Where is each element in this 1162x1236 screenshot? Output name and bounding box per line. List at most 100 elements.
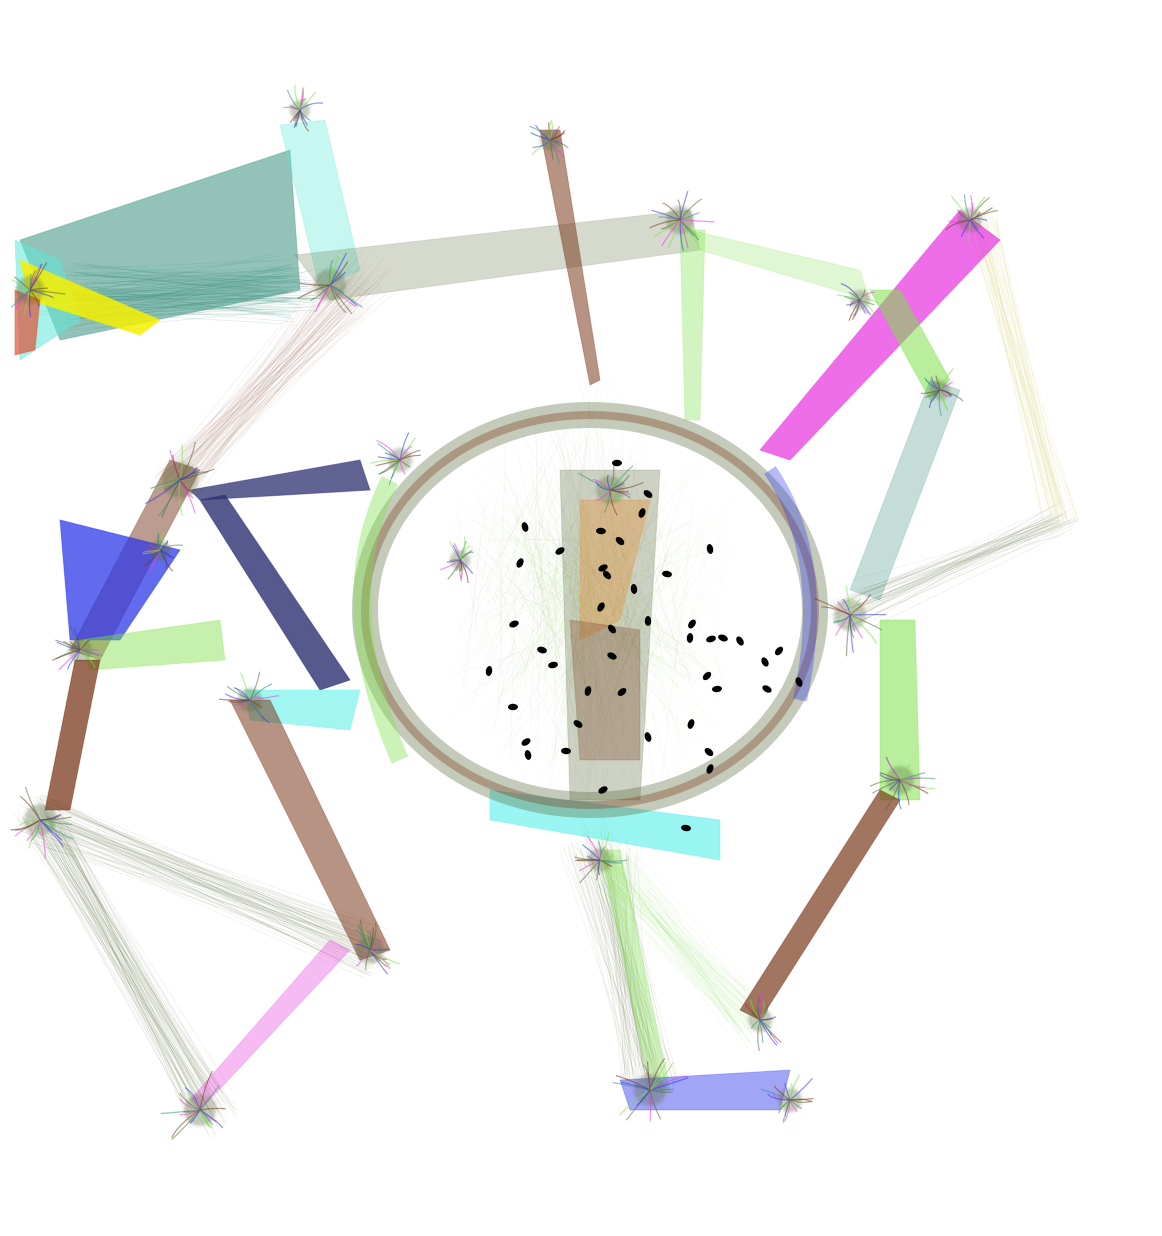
edge-line [174,287,350,497]
cluster-tendril [150,479,181,490]
edge-line [473,488,500,629]
edge-line [173,285,373,483]
edge-line [538,412,664,673]
edge-line [529,464,704,607]
edge-line [603,862,745,1020]
edge-line [46,815,193,1112]
cluster-tendril [179,441,196,481]
cluster-tendril [39,819,74,840]
edge-line [179,263,343,488]
edge-line [598,839,663,1098]
edge-line [16,817,210,1099]
edge-line [973,229,1053,519]
edge-line [46,796,192,1126]
edge-line [835,517,1075,614]
cluster-tendril [849,614,878,645]
edge-line [826,527,1064,609]
edge-line [51,818,219,1107]
edge-line [530,559,541,654]
edge-line [181,280,355,477]
edge-line [36,797,212,1091]
edge-line [606,480,666,636]
cluster-tendril [157,534,161,551]
edge-line [549,624,586,766]
edge-line [182,279,340,470]
edge-line [40,816,371,944]
edge-line [46,817,393,943]
bundle-center-olive [559,469,661,801]
cluster-tendril [945,219,971,231]
edge-line [517,442,582,575]
edge-line [590,570,613,731]
edge-line [844,519,1062,612]
cluster-tendril [25,786,41,821]
edge-line [974,224,1077,523]
edge-line [984,216,1068,522]
edge-line [580,853,754,1022]
edge-line [584,517,601,762]
edge-line [548,563,594,575]
edge-line [967,220,1068,519]
edge-line [965,216,1063,529]
edge-line [602,548,670,723]
edge-line [526,453,598,788]
edge-line [586,506,666,596]
edge-line [532,570,610,638]
cluster-tendril [899,763,911,781]
cluster-tendril [452,544,461,561]
edge-line [585,533,589,572]
node-cluster-left-top [10,262,66,318]
edge-line [39,836,196,1110]
node-mark [597,602,605,612]
cluster-tendril [249,694,280,701]
edge-line [449,524,637,717]
cluster-tendril [226,685,251,701]
edge-line [606,866,649,1078]
cluster-tendril [599,853,615,861]
edge-line [179,267,361,482]
edge-line [50,800,360,949]
edge-line [591,856,736,1020]
cluster-tendril [199,1107,226,1111]
cluster-tendril [661,219,681,247]
edge-line [849,519,1056,628]
edge-line [971,214,1061,512]
edge-line [576,842,631,1079]
edge-line [525,521,597,629]
cluster-tendril [199,1109,224,1129]
edge-line [673,577,689,670]
edge-line [595,883,736,1026]
edge-line [50,807,217,1136]
edge-line [560,852,639,1085]
cluster-tendril [28,289,32,318]
cluster-tendril [849,299,861,307]
edge-line [52,819,371,977]
cluster-tendril [249,671,261,701]
edge-line [46,816,364,925]
edge-line [45,815,382,928]
node-mark [524,750,532,760]
cluster-tendril [329,284,347,314]
edge-line [574,873,738,1024]
cluster-tendril [789,1082,793,1101]
edge-line [988,219,1061,507]
edge-line [30,815,209,1126]
edge-line [530,458,553,678]
cluster-tendril [399,459,411,468]
edge-line [522,519,586,754]
edge-line [977,217,1053,536]
bundle-top-right-horizontal [689,229,871,301]
edge-line [483,506,497,661]
edge-line [18,820,369,945]
cluster-tendril [609,465,634,491]
edge-line [604,849,748,1022]
edge-line [579,492,648,714]
edge-line [29,828,363,978]
edge-line [588,855,743,1019]
node-mark [602,570,612,580]
node-mark [598,786,608,794]
edge-line [613,536,675,692]
edge-line [574,545,587,699]
edge-line [43,812,235,1115]
cluster-tendril [646,1061,651,1091]
